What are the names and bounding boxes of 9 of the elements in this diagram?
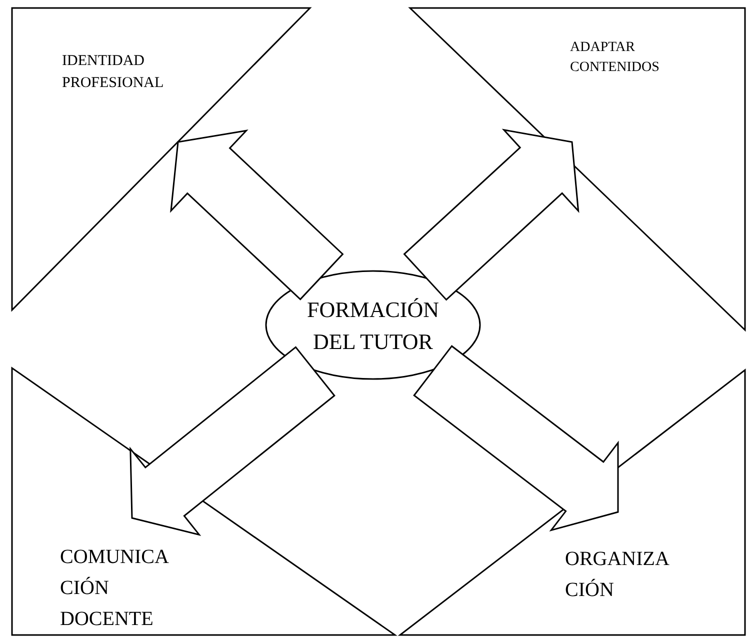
block-arrow bbox=[170, 130, 344, 300]
block-arrow bbox=[413, 345, 619, 532]
block-arrow bbox=[130, 346, 336, 536]
concept-label: ADAPTAR CONTENIDOS bbox=[570, 39, 660, 77]
concept-label: ORGANIZA CIÓN bbox=[565, 547, 670, 603]
concept-label: IDENTIDAD PROFESIONAL bbox=[62, 52, 165, 93]
concept-label: FORMACIÓN DEL TUTOR bbox=[306, 296, 440, 356]
concept-label: COMUNICA CIÓN DOCENTE bbox=[60, 545, 170, 632]
block-arrow bbox=[403, 128, 580, 301]
